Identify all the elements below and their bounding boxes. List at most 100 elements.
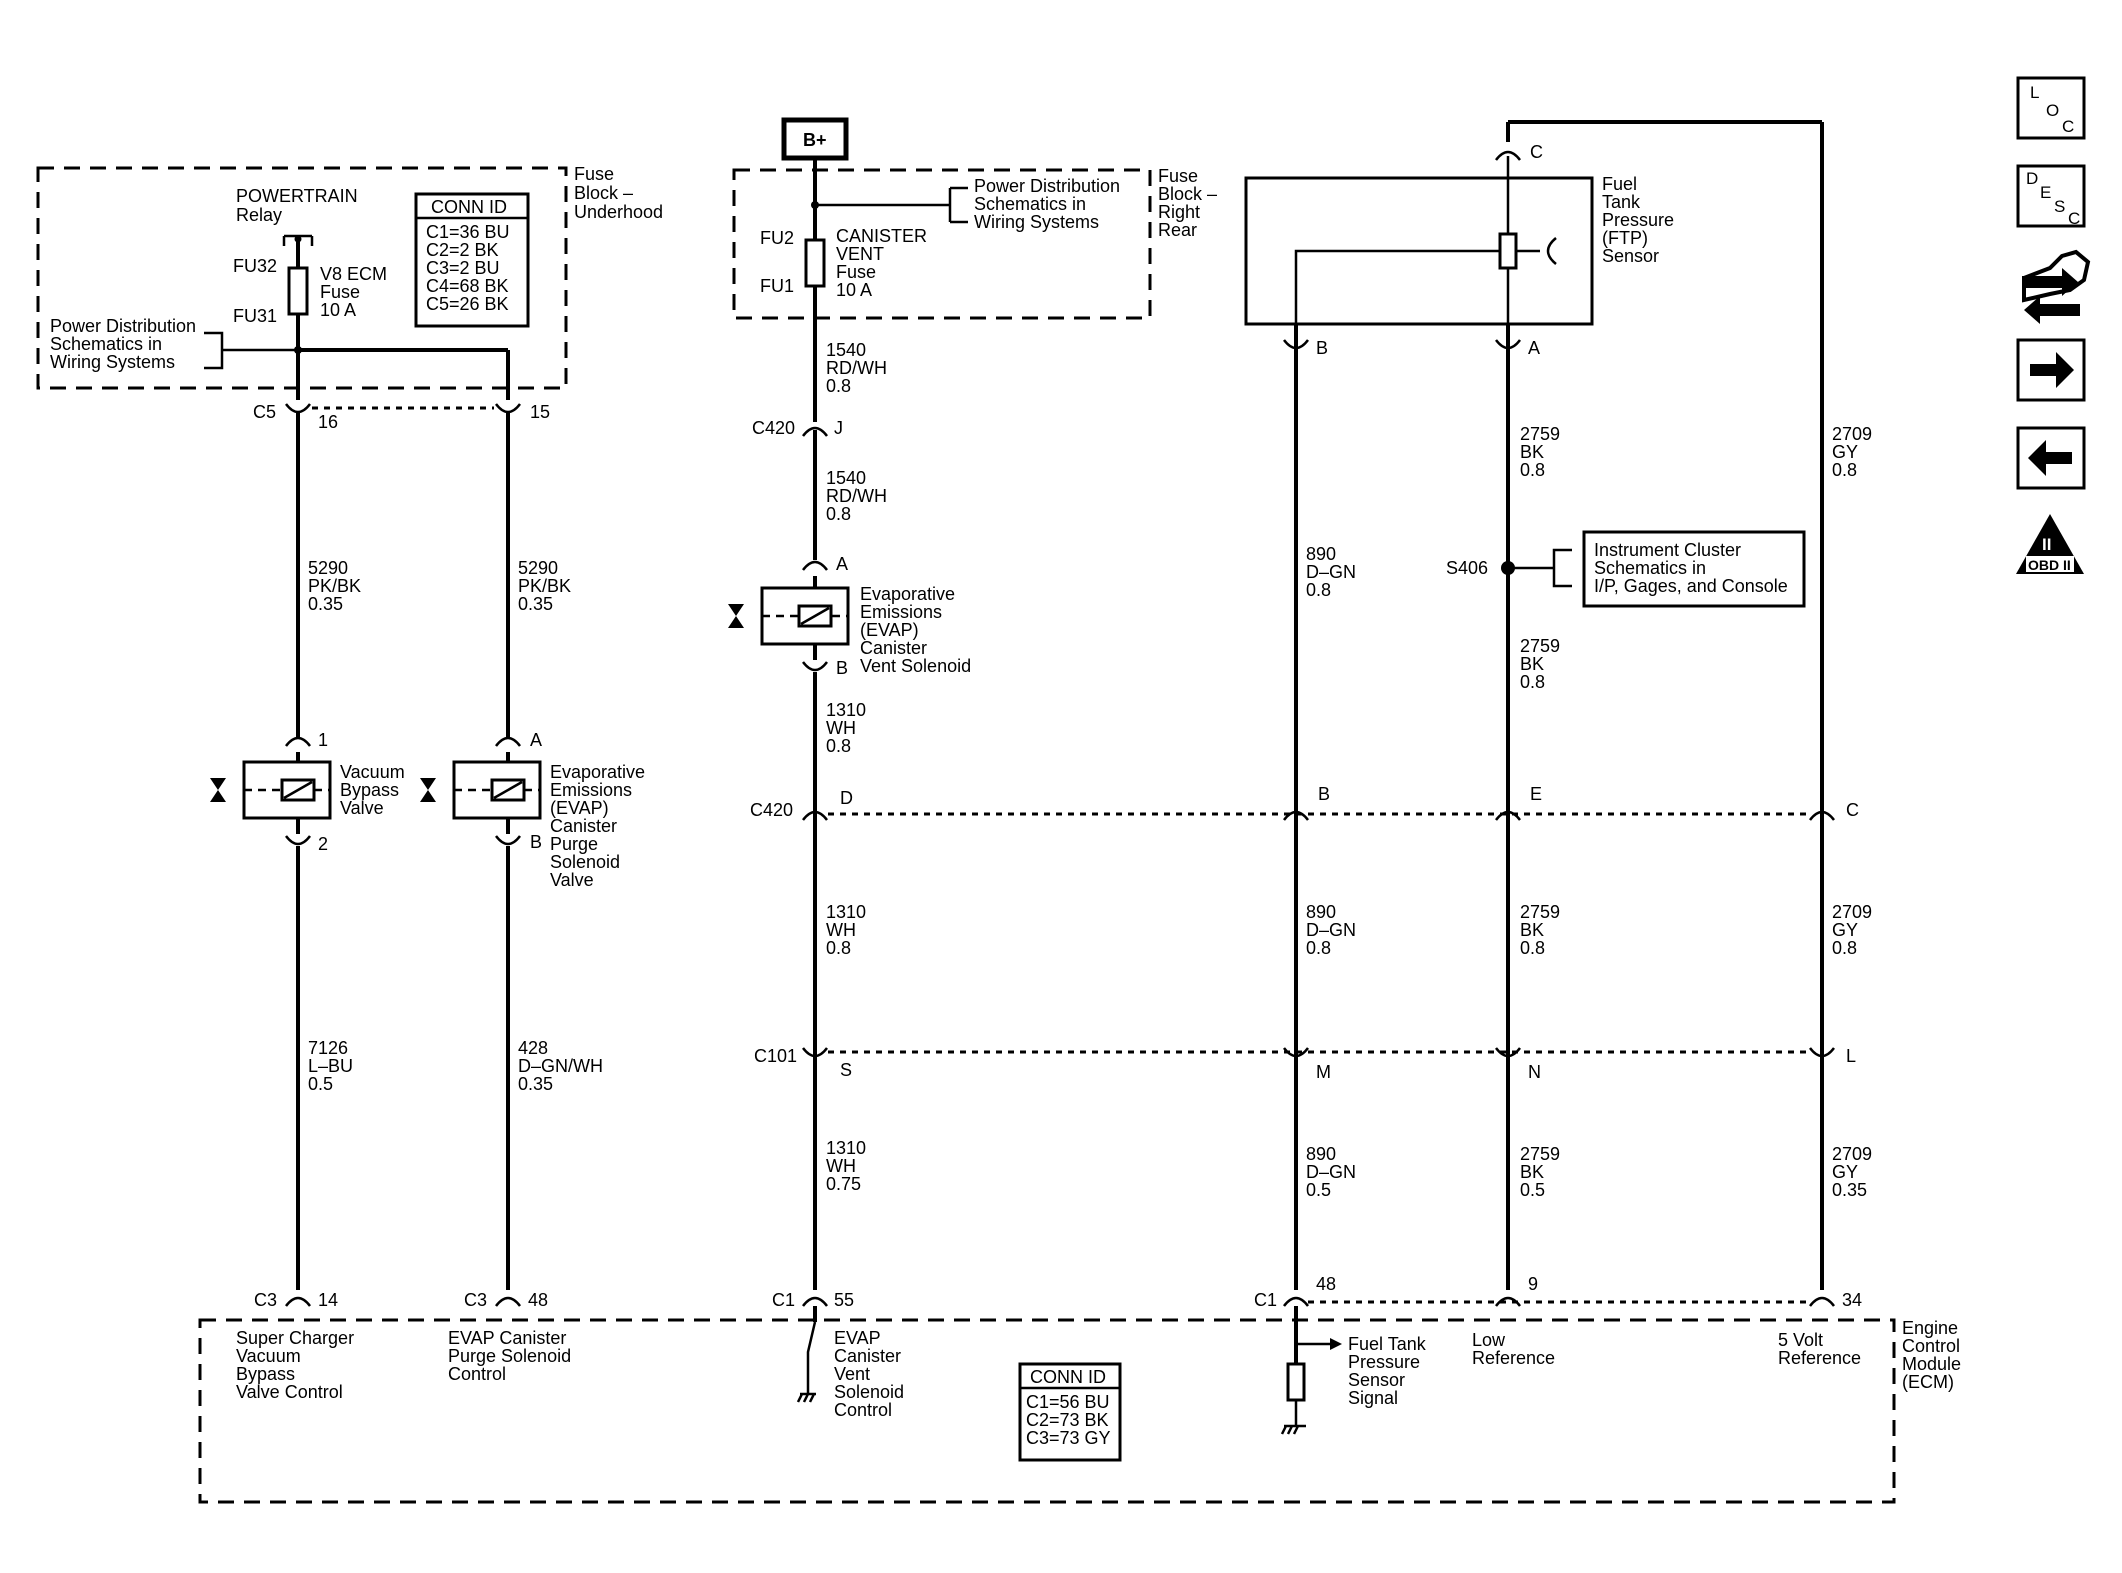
s406-splice: S406 Instrument Cluster Schematics in I/… bbox=[1446, 530, 1806, 608]
wire-7126-line2: L–BU bbox=[308, 1056, 353, 1076]
ftp-pin-a: A bbox=[1528, 338, 1540, 358]
fuse-block-underhood-title-1: Fuse bbox=[574, 164, 614, 184]
next-page-button[interactable] bbox=[2016, 338, 2086, 402]
ecm-low-ref-2: Reference bbox=[1472, 1348, 1555, 1368]
c101-pin-n: N bbox=[1528, 1062, 1541, 1082]
wire-2759d-line3: 0.5 bbox=[1520, 1180, 1545, 1200]
v8-ecm-fuse-label-1: V8 ECM bbox=[320, 264, 387, 284]
purge-label-4: Canister bbox=[550, 816, 617, 836]
ecm-supercharger-2: Vacuum bbox=[236, 1346, 301, 1366]
wire-2759a-line3: 0.8 bbox=[1520, 460, 1545, 480]
underhood-conn-id-c3: C3=2 BU bbox=[426, 258, 500, 278]
vb-label-1: Vacuum bbox=[340, 762, 405, 782]
wire-2709c-line1: 2709 bbox=[1832, 1144, 1872, 1164]
vb-label-2: Bypass bbox=[340, 780, 399, 800]
ecm-supercharger-1: Super Charger bbox=[236, 1328, 354, 1348]
ecm-supercharger-4: Valve Control bbox=[236, 1382, 343, 1402]
ecm-module: Engine Control Module (ECM) Super Charge… bbox=[198, 1306, 1961, 1504]
ftp-signal-ground-icon bbox=[1280, 1424, 1306, 1435]
underhood-conn-id-table: CONN ID C1=36 BU C2=2 BK C3=2 BU C4=68 B… bbox=[414, 192, 530, 328]
ecm-pin-48b: 48 bbox=[1316, 1274, 1336, 1294]
wire-1540a-line2: RD/WH bbox=[826, 358, 887, 378]
ecm-vent-control-3: Vent bbox=[834, 1364, 870, 1384]
purge-label-5: Purge bbox=[550, 834, 598, 854]
underhood-conn-id-c1: C1=36 BU bbox=[426, 222, 510, 242]
wire-1310b-line1: 1310 bbox=[826, 902, 866, 922]
vent-solenoid-circuit: 1540 RD/WH 0.8 C420 J 1540 RD/WH 0.8 A E… bbox=[728, 340, 971, 1290]
wire-2709a-line1: 2709 bbox=[1832, 424, 1872, 444]
c420-pin-d: D bbox=[840, 788, 853, 808]
ftp-pin-b: B bbox=[1316, 338, 1328, 358]
underhood-power-dist-ref-1: Power Distribution bbox=[50, 316, 196, 336]
wire-428-line2: D–GN/WH bbox=[518, 1056, 603, 1076]
c420-label: C420 bbox=[750, 800, 793, 820]
wire-890b-line1: 890 bbox=[1306, 902, 1336, 922]
obd-ii-button[interactable]: II OBD II bbox=[2016, 514, 2084, 574]
ecm-low-ref-1: Low bbox=[1472, 1330, 1506, 1350]
powertrain-relay-label-1: POWERTRAIN bbox=[236, 186, 358, 206]
wire-2709b-line1: 2709 bbox=[1832, 902, 1872, 922]
vb-label-3: Valve bbox=[340, 798, 384, 818]
arrow-right-icon bbox=[2030, 352, 2074, 388]
desc-letter-s: S bbox=[2054, 197, 2065, 216]
ecm-purge-control-1: EVAP Canister bbox=[448, 1328, 566, 1348]
fuse-block-underhood: Fuse Block – Underhood POWERTRAIN Relay … bbox=[36, 164, 663, 400]
wire-5290a-line3: 0.35 bbox=[308, 594, 343, 614]
wire-5290b-line2: PK/BK bbox=[518, 576, 571, 596]
canister-vent-fuse-label-4: 10 A bbox=[836, 280, 872, 300]
fuse-block-underhood-title-2: Block – bbox=[574, 183, 633, 203]
instrument-cluster-ref-box bbox=[1582, 530, 1806, 608]
ecm-pin-14: 14 bbox=[318, 1290, 338, 1310]
wire-2759a-line2: BK bbox=[1520, 442, 1544, 462]
wire-2759d-line1: 2759 bbox=[1520, 1144, 1560, 1164]
desc-letter-e: E bbox=[2040, 183, 2051, 202]
wire-2709c-line2: GY bbox=[1832, 1162, 1858, 1182]
fu32-label: FU32 bbox=[233, 256, 277, 276]
underhood-conn-id-c2: C2=2 BK bbox=[426, 240, 499, 260]
purge-pin-a: A bbox=[530, 730, 542, 750]
wire-1310b-line2: WH bbox=[826, 920, 856, 940]
wire-890b-line2: D–GN bbox=[1306, 920, 1356, 940]
canister-vent-fuse-icon bbox=[804, 238, 826, 288]
ecm-conn-id-c2: C2=73 BK bbox=[1026, 1410, 1109, 1430]
c420-connector-row: C420 D B E C bbox=[750, 784, 1859, 821]
ftp-label-4: (FTP) bbox=[1602, 228, 1648, 248]
instrument-ref-bracket bbox=[1552, 548, 1572, 588]
component-index-button[interactable] bbox=[2022, 249, 2091, 324]
wire-2759c-line2: BK bbox=[1520, 920, 1544, 940]
canister-vent-fuse-label-1: CANISTER bbox=[836, 226, 927, 246]
ftp-label-3: Pressure bbox=[1602, 210, 1674, 230]
fu31-label: FU31 bbox=[233, 306, 277, 326]
loc-button[interactable]: L O C bbox=[2016, 76, 2086, 140]
ecm-vent-control-2: Canister bbox=[834, 1346, 901, 1366]
wire-1310c-line1: 1310 bbox=[826, 1138, 866, 1158]
ecm-pin-55: 55 bbox=[834, 1290, 854, 1310]
wire-890a-line1: 890 bbox=[1306, 544, 1336, 564]
previous-page-button[interactable] bbox=[2016, 426, 2086, 490]
wire-1310a-line1: 1310 bbox=[826, 700, 866, 720]
wire-2709a-line3: 0.8 bbox=[1832, 460, 1857, 480]
purge-label-1: Evaporative bbox=[550, 762, 645, 782]
purge-valve-arrow-icon bbox=[420, 778, 436, 802]
desc-button[interactable]: D E S C bbox=[2016, 164, 2086, 228]
c420-pin-b: B bbox=[1318, 784, 1330, 804]
loc-letter-c: C bbox=[2062, 117, 2074, 136]
purge-label-3: (EVAP) bbox=[550, 798, 609, 818]
ftp-pin-c: C bbox=[1530, 142, 1543, 162]
ecm-conn-id-table: CONN ID C1=56 BU C2=73 BK C3=73 GY bbox=[1018, 1362, 1122, 1462]
wire-7126-line1: 7126 bbox=[308, 1038, 348, 1058]
wire-1540b-line3: 0.8 bbox=[826, 504, 851, 524]
wire-1310a-line2: WH bbox=[826, 718, 856, 738]
powertrain-relay-label-2: Relay bbox=[236, 205, 282, 225]
wire-2709b-line3: 0.8 bbox=[1832, 938, 1857, 958]
wire-1540a-line3: 0.8 bbox=[826, 376, 851, 396]
fuse-block-right-rear: B+ Fuse Block – Right Rear Power Distrib… bbox=[732, 117, 1217, 422]
ecm-purge-control-2: Purge Solenoid bbox=[448, 1346, 571, 1366]
ecm-vent-control-5: Control bbox=[834, 1400, 892, 1420]
rear-ref-bracket bbox=[948, 186, 968, 224]
wire-2709c-line3: 0.35 bbox=[1832, 1180, 1867, 1200]
rear-fuse-block-title-4: Rear bbox=[1158, 220, 1197, 240]
vent-label-3: (EVAP) bbox=[860, 620, 919, 640]
wire-1310a-line3: 0.8 bbox=[826, 736, 851, 756]
